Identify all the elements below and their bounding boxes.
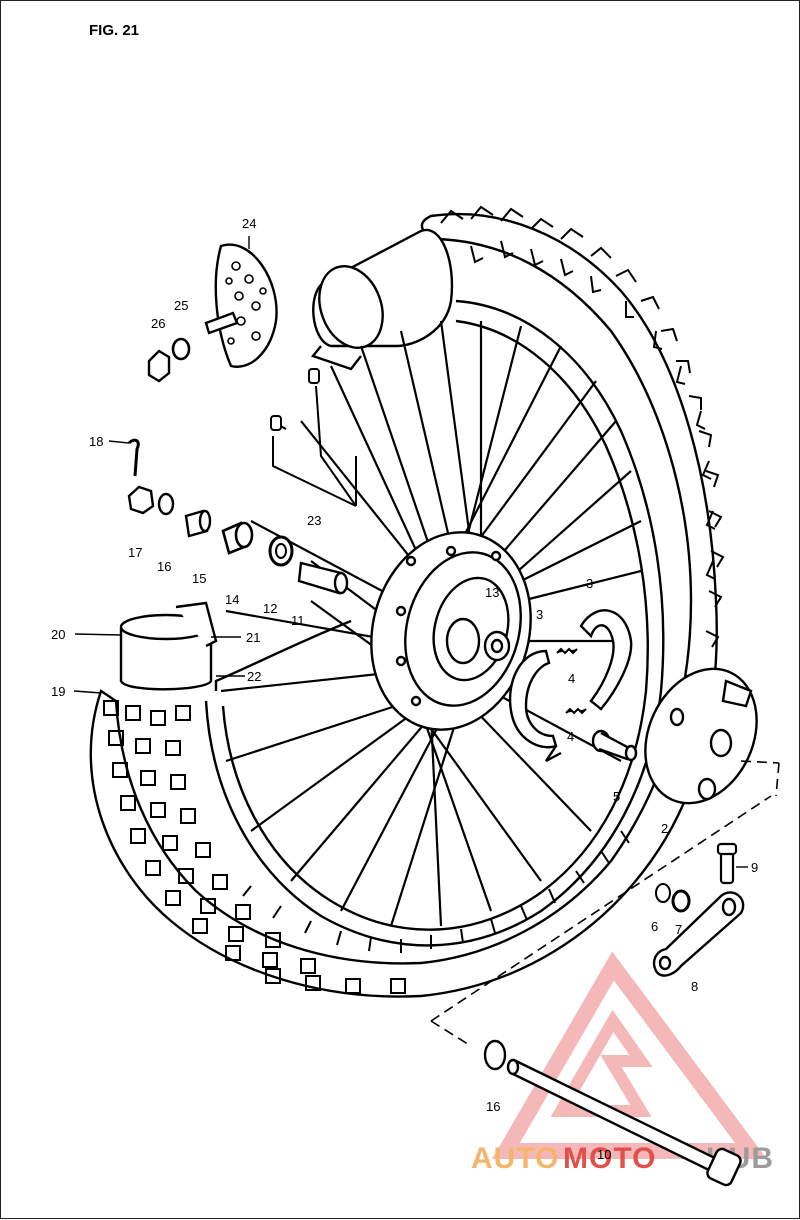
tire-outline [89, 212, 718, 998]
label-2: 2 [661, 821, 668, 836]
tire-knobs [103, 700, 406, 994]
leader-lines [73, 236, 748, 868]
brake-panel [644, 667, 758, 805]
spacer-15 [184, 509, 212, 538]
label-10: 10 [597, 1147, 611, 1162]
washer-25-icon [171, 337, 191, 361]
watermark-logo: AUTO MOTO HUB [471, 951, 773, 1175]
spacer-11 [297, 561, 349, 595]
label-24: 24 [242, 216, 256, 231]
watermark-text-auto: AUTO [471, 1142, 559, 1175]
label-19: 19 [51, 684, 65, 699]
castle-nut-17-icon [127, 485, 155, 515]
label-20: 20 [51, 627, 65, 642]
rim-inner [221, 319, 649, 931]
label-16a: 16 [157, 559, 171, 574]
tire [89, 205, 725, 998]
watermark-inner-mark-icon [550, 1009, 653, 1117]
label-15: 15 [192, 571, 206, 586]
label-4b: 4 [567, 729, 574, 744]
inner-tube-top [310, 228, 454, 371]
washer-16a-icon [157, 492, 175, 516]
label-12: 12 [263, 601, 277, 616]
label-13: 13 [485, 585, 499, 600]
label-26: 26 [151, 316, 165, 331]
brake-springs [556, 647, 587, 715]
bearing-14 [221, 521, 254, 555]
label-21: 21 [246, 630, 260, 645]
label-3b: 3 [536, 607, 543, 622]
spring-lower-icon [565, 707, 587, 715]
spoke-nipples-23 [270, 368, 357, 507]
label-6: 6 [651, 919, 658, 934]
assembly-lines [430, 760, 780, 1047]
watermark-triangle-icon [492, 951, 767, 1159]
label-4a: 4 [568, 671, 575, 686]
tire-tread [242, 205, 725, 953]
label-9: 9 [751, 860, 758, 875]
washer-16b-icon [483, 1039, 507, 1071]
label-5: 5 [613, 789, 620, 804]
label-25: 25 [174, 298, 188, 313]
label-16b: 16 [486, 1099, 500, 1114]
axle [506, 1058, 742, 1187]
label-22: 22 [247, 669, 261, 684]
nut-26-icon [147, 349, 171, 383]
brake-cam [591, 729, 638, 762]
cotter-pin-18-icon [127, 438, 140, 477]
watermark-text-moto: MOTO [563, 1142, 656, 1175]
label-17: 17 [128, 545, 142, 560]
brake-disk-24 [204, 243, 278, 368]
label-18: 18 [89, 434, 103, 449]
label-3a: 3 [586, 576, 593, 591]
rim-lip [214, 619, 352, 691]
nut-7-icon [671, 889, 691, 913]
label-8: 8 [691, 979, 698, 994]
callout-labels: 24 25 26 23 18 17 16 15 14 12 11 13 3 3 … [51, 216, 758, 1162]
bolt-9 [716, 842, 738, 885]
spring-upper-icon [556, 647, 578, 655]
brake-shoes [508, 609, 633, 763]
rim-outer [204, 299, 665, 947]
label-23: 23 [307, 513, 321, 528]
label-11: 11 [291, 613, 305, 628]
brake-shoe-upper [579, 609, 633, 711]
torque-link [652, 891, 745, 977]
washer-6-icon [655, 883, 671, 903]
hub [370, 531, 532, 731]
label-7: 7 [675, 922, 682, 937]
tire-cross-section [119, 601, 218, 691]
label-14: 14 [225, 592, 239, 607]
figure-title: FIG. 21 [89, 22, 139, 39]
